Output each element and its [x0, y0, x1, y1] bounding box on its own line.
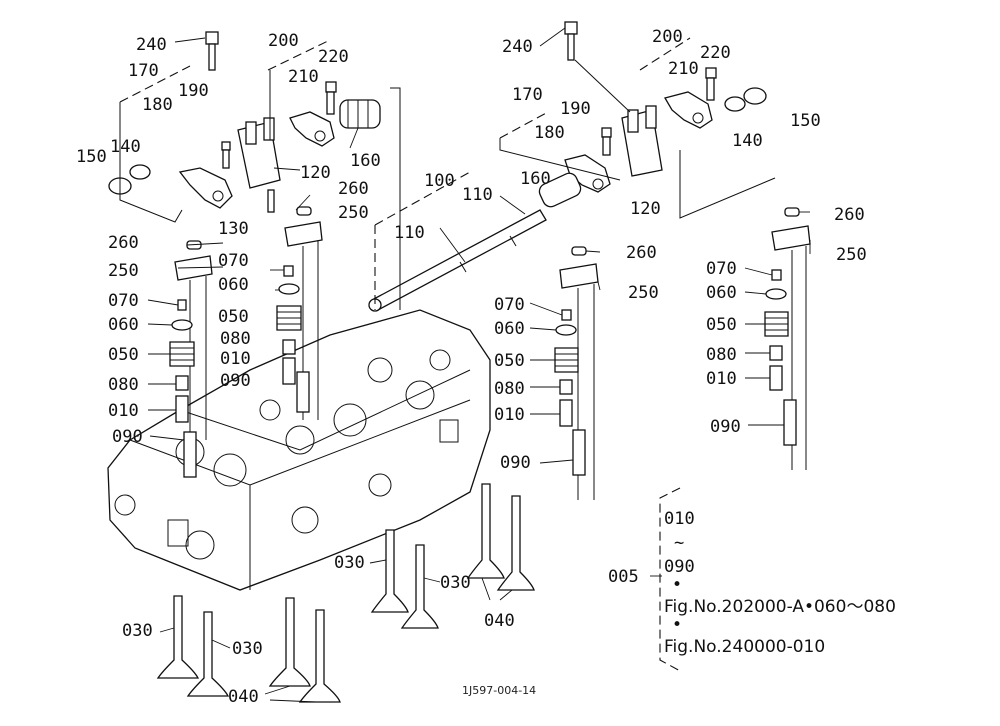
part-labels: 240 200 220 210 170 190 180 150 140 160 …: [76, 27, 867, 707]
label-100: 100: [424, 171, 455, 191]
label-040-left: 040: [228, 687, 259, 707]
label-250-left: 250: [108, 261, 139, 281]
label-200-left: 200: [268, 31, 299, 51]
label-070-a: 070: [108, 291, 139, 311]
label-160-left: 160: [350, 151, 381, 171]
label-120-right: 120: [630, 199, 661, 219]
rocker-arm-left: [108, 31, 401, 310]
rocker-shaft-assembly: [368, 171, 547, 312]
label-010-a: 010: [108, 401, 139, 421]
label-180-right: 180: [534, 123, 565, 143]
label-120-left: 120: [300, 163, 331, 183]
note-bullet-2: •: [672, 615, 682, 635]
label-140-right: 140: [732, 131, 763, 151]
note-bullet-1: •: [672, 575, 682, 595]
leader-lines: [147, 27, 811, 703]
label-060-b: 060: [218, 275, 249, 295]
label-150-right: 150: [790, 111, 821, 131]
label-260-right: 260: [834, 205, 865, 225]
label-070-c: 070: [494, 295, 525, 315]
label-160-right: 160: [520, 169, 551, 189]
label-110-top: 110: [462, 185, 493, 205]
label-140-left: 140: [110, 137, 141, 157]
label-210-right: 210: [668, 59, 699, 79]
label-060-a: 060: [108, 315, 139, 335]
label-010-b: 010: [220, 349, 251, 369]
label-050-c: 050: [494, 351, 525, 371]
valve-stack-4: [764, 207, 811, 470]
label-190-right: 190: [560, 99, 591, 119]
label-060-c: 060: [494, 319, 525, 339]
label-240-right: 240: [502, 37, 533, 57]
label-070-b: 070: [218, 251, 249, 271]
label-080-b: 080: [220, 329, 251, 349]
label-050-a: 050: [108, 345, 139, 365]
cylinder-head: [107, 309, 491, 591]
label-090-d: 090: [710, 417, 741, 437]
label-030-b: 030: [232, 639, 263, 659]
assembly-note: 010 ~ 090 • Fig.No.202000-A•060～080 • Fi…: [664, 509, 896, 657]
label-090-c: 090: [500, 453, 531, 473]
label-250-center: 250: [628, 283, 659, 303]
label-010-d: 010: [706, 369, 737, 389]
label-040-right: 040: [484, 611, 515, 631]
label-260-center: 260: [626, 243, 657, 263]
label-200-right: 200: [652, 27, 683, 47]
label-090-b: 090: [220, 371, 251, 391]
note-range-start: 010: [664, 509, 695, 529]
label-005: 005: [608, 567, 639, 587]
note-range-end: 090: [664, 557, 695, 577]
label-110-bottom: 110: [394, 223, 425, 243]
note-fig-ref-2: Fig.No.240000-010: [664, 637, 825, 657]
valves-lower: [156, 483, 535, 703]
label-220-left: 220: [318, 47, 349, 67]
label-050-b: 050: [218, 307, 249, 327]
label-250-right: 250: [836, 245, 867, 265]
label-210-left: 210: [288, 67, 319, 87]
label-090-a: 090: [112, 427, 143, 447]
label-130: 130: [218, 219, 249, 239]
label-080-d: 080: [706, 345, 737, 365]
label-080-c: 080: [494, 379, 525, 399]
label-260-left: 260: [108, 233, 139, 253]
valve-stack-2: [276, 206, 323, 420]
note-bracket: [659, 487, 683, 673]
label-180-left: 180: [142, 95, 173, 115]
drawing-code: 1J597-004-14: [462, 684, 536, 697]
valve-stack-3: [554, 246, 599, 500]
label-030-c: 030: [334, 553, 365, 573]
label-080-a: 080: [108, 375, 139, 395]
label-220-right: 220: [700, 43, 731, 63]
label-060-d: 060: [706, 283, 737, 303]
label-030-d: 030: [440, 573, 471, 593]
label-030-a: 030: [122, 621, 153, 641]
label-150-left: 150: [76, 147, 107, 167]
label-010-c: 010: [494, 405, 525, 425]
label-170-left: 170: [128, 61, 159, 81]
label-260-mid: 260: [338, 179, 369, 199]
rocker-arm-right: [499, 21, 776, 219]
label-250-mid: 250: [338, 203, 369, 223]
label-240-left: 240: [136, 35, 167, 55]
label-190-left: 190: [178, 81, 209, 101]
label-070-d: 070: [706, 259, 737, 279]
note-range-tilde: ~: [674, 533, 684, 553]
label-170-right: 170: [512, 85, 543, 105]
label-050-d: 050: [706, 315, 737, 335]
note-fig-ref-1: Fig.No.202000-A•060～080: [664, 597, 896, 617]
